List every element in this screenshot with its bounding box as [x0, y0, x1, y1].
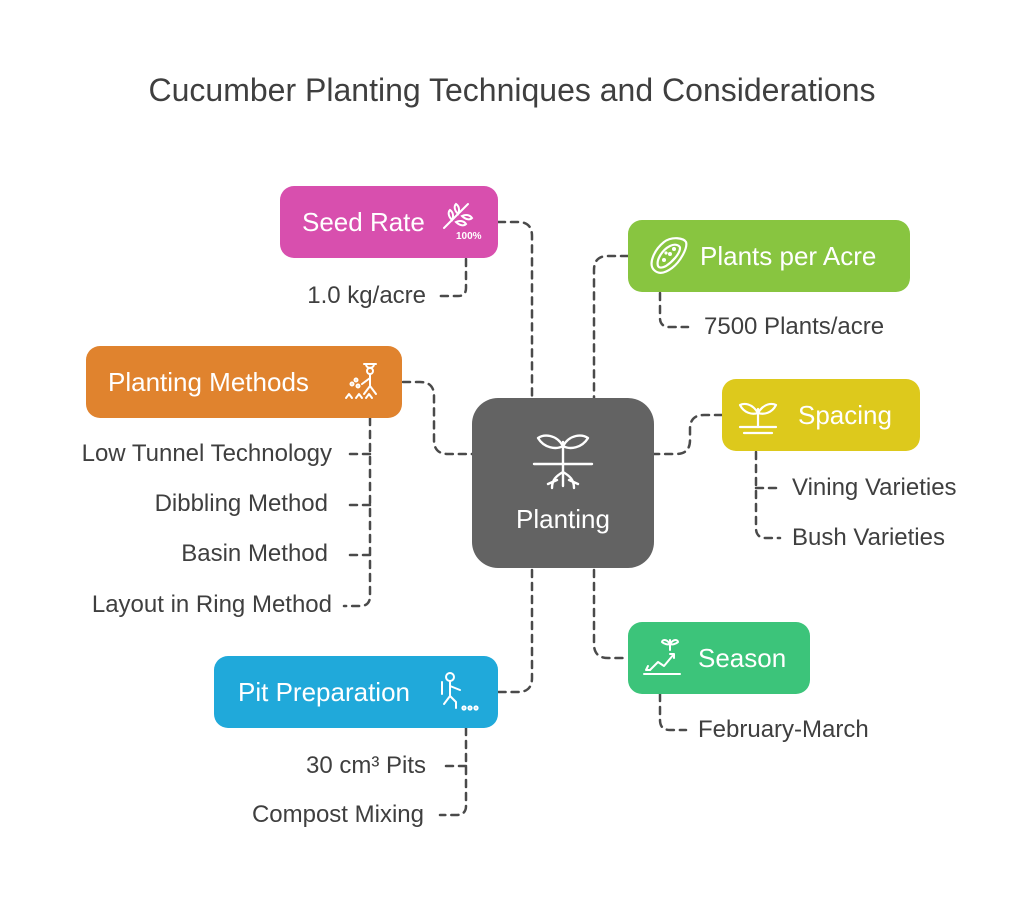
plants-per-acre-label: Plants per Acre [700, 240, 877, 271]
planting-methods-label: Planting Methods [108, 366, 309, 397]
connector-pit-preparation [496, 568, 534, 694]
node-planting-methods: Planting Methods [86, 346, 402, 418]
pit-preparation-item: Compost Mixing [251, 801, 424, 828]
node-plants-per-acre: Plants per Acre [628, 220, 910, 292]
spacing-label: Spacing [798, 399, 892, 430]
connector-planting-methods-items [342, 416, 372, 608]
connector-plants-per-acre-item [658, 291, 690, 329]
svg-text:100%: 100% [456, 231, 482, 242]
plants-per-acre-item: 7500 Plants/acre [704, 313, 885, 340]
center-label: Planting [516, 504, 610, 534]
center-node-planting: Planting [472, 398, 654, 568]
connector-spacing [652, 413, 724, 456]
spacing-item: Bush Varieties [792, 524, 945, 551]
node-pit-preparation: Pit Preparation [214, 656, 498, 728]
connector-plants-per-acre [592, 254, 630, 400]
planting-method-item: Dibbling Method [154, 490, 328, 517]
wheat-100-percent-icon: 100% [443, 202, 482, 242]
planting-method-item: Low Tunnel Technology [81, 440, 332, 467]
connector-spacing-items [754, 450, 782, 540]
seed-rate-item: 1.0 kg/acre [307, 282, 426, 309]
person-digging-icon [441, 672, 479, 711]
farmer-sowing-icon [345, 363, 377, 399]
growth-chart-icon [643, 639, 681, 675]
connector-seed-rate [496, 220, 534, 400]
node-season: Season [628, 622, 810, 694]
node-spacing: Spacing [722, 379, 920, 451]
node-seed-rate: Seed Rate 100% [280, 186, 498, 258]
spacing-item: Vining Varieties [792, 474, 957, 501]
seed-pod-icon [650, 237, 688, 274]
connector-season-item [658, 692, 688, 732]
connector-seed-rate-item [438, 257, 468, 298]
planting-method-item: Basin Method [181, 540, 328, 567]
sprout-icon [738, 402, 778, 435]
connector-planting-methods [401, 380, 474, 456]
planting-method-item: Layout in Ring Method [91, 591, 332, 618]
seed-rate-label: Seed Rate [302, 206, 425, 237]
connector-pit-preparation-items [438, 726, 468, 817]
pit-preparation-item: 30 cm³ Pits [305, 752, 426, 779]
season-item: February-March [698, 716, 869, 743]
pit-preparation-label: Pit Preparation [238, 676, 410, 707]
seedling-roots-icon [532, 434, 594, 490]
connector-season [592, 568, 630, 660]
season-label: Season [698, 642, 787, 673]
diagram-title: Cucumber Planting Techniques and Conside… [148, 72, 876, 108]
